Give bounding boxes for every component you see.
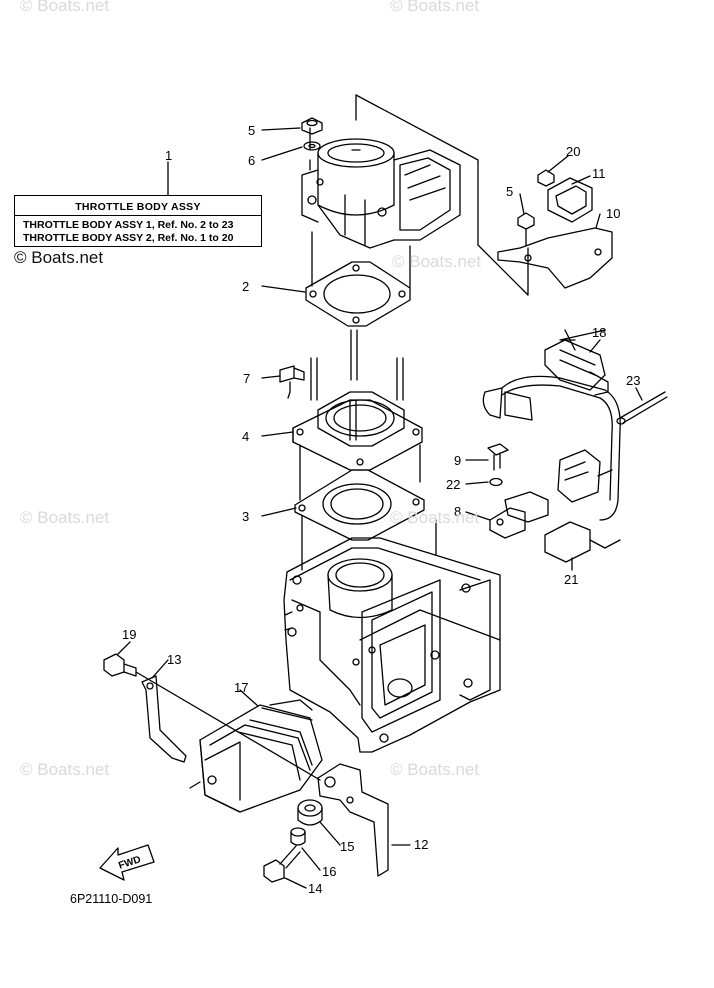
gasket-2 [305, 261, 411, 327]
legend-line-2: THROTTLE BODY ASSY 2, Ref. No. 1 to 20 [23, 232, 234, 244]
cable-tie-23 [616, 391, 668, 425]
callout-numbers: 1 2 3 4 5 6 7 8 9 10 11 12 13 14 15 16 1… [117, 123, 640, 896]
wire-harness-21 [482, 375, 621, 563]
callout-15: 15 [340, 839, 354, 854]
sensor-11 [547, 177, 593, 223]
callout-12: 12 [414, 837, 428, 852]
legend-divider [15, 215, 261, 216]
watermark: © Boats.net [390, 0, 480, 15]
callout-11: 11 [592, 166, 606, 181]
callout-8: 8 [454, 504, 461, 519]
washer-22 [489, 477, 503, 487]
watermark: © Boats.net [20, 508, 110, 527]
watermark: © Boats.net [390, 760, 480, 779]
bolt-7 [279, 365, 305, 399]
watermark: © Boats.net [390, 508, 480, 527]
intake-manifold [283, 537, 501, 753]
gasket-3 [294, 469, 425, 541]
watermark-dark: © Boats.net [14, 248, 104, 267]
callout-5b: 5 [506, 184, 513, 199]
callout-20: 20 [566, 144, 580, 159]
callout-10: 10 [606, 206, 620, 221]
sensor-8 [489, 491, 549, 539]
callout-19: 19 [122, 627, 136, 642]
air-silencer-17 [189, 699, 323, 813]
fwd-arrow-icon [99, 844, 155, 881]
bolt-19 [103, 653, 137, 677]
callout-7: 7 [243, 371, 250, 386]
callout-14: 14 [308, 881, 322, 896]
insulator-4 [292, 391, 423, 471]
grommet-15 [297, 799, 323, 826]
watermark: © Boats.net [392, 252, 482, 271]
callout-23: 23 [626, 373, 640, 388]
watermark: © Boats.net [20, 760, 110, 779]
studs [310, 329, 404, 441]
watermark: © Boats.net [20, 0, 110, 15]
bolt-14 [263, 845, 301, 883]
legend-box: THROTTLE BODY ASSY THROTTLE BODY ASSY 1,… [14, 195, 262, 247]
legend-title: THROTTLE BODY ASSY [75, 201, 201, 213]
callout-13: 13 [167, 652, 181, 667]
nut-5 [301, 117, 323, 135]
nut-20 [537, 169, 555, 187]
callout-5: 5 [248, 123, 255, 138]
callout-4: 4 [242, 429, 249, 444]
throttle-body-assy [301, 138, 461, 249]
bracket-12 [317, 763, 389, 877]
washer-6 [303, 141, 321, 151]
callout-9: 9 [454, 453, 461, 468]
callout-2: 2 [242, 279, 249, 294]
drawing-code: 6P21110-D091 [70, 892, 153, 906]
callout-18: 18 [592, 325, 606, 340]
nut-5b [517, 212, 535, 246]
callout-1: 1 [165, 148, 172, 163]
bracket-13 [141, 675, 187, 763]
callout-21: 21 [564, 572, 578, 587]
sensor-18 [544, 339, 609, 396]
bracket-10 [497, 227, 613, 289]
callout-17: 17 [234, 680, 248, 695]
callout-3: 3 [242, 509, 249, 524]
callout-22: 22 [446, 477, 460, 492]
collar-16 [290, 827, 306, 846]
screw-9 [487, 443, 509, 471]
legend-line-1: THROTTLE BODY ASSY 1, Ref. No. 2 to 23 [23, 219, 234, 231]
callout-16: 16 [322, 864, 336, 879]
callout-6: 6 [248, 153, 255, 168]
